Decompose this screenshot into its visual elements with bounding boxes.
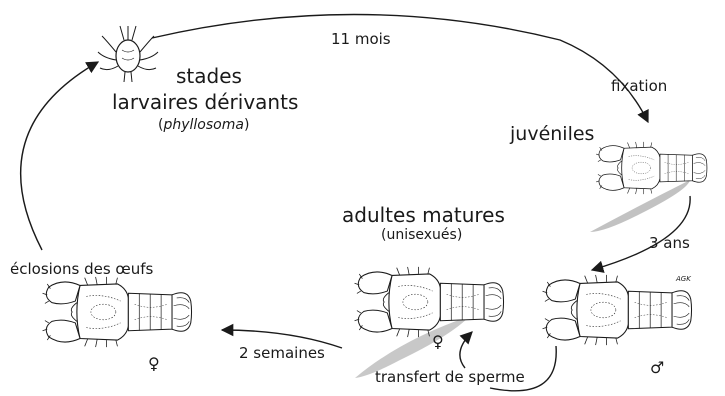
duration-eggs-label: 2 semaines <box>239 346 325 361</box>
larval-title-line2: larvaires dérivants <box>112 92 298 112</box>
artist-initials: AGK <box>676 276 691 283</box>
juveniles-label: juvéniles <box>510 125 594 144</box>
egg-bearing-female-icon <box>43 277 192 347</box>
female-symbol-eggs: ♀ <box>148 356 160 372</box>
phyllosoma-name: phyllosoma <box>163 117 243 133</box>
female-lobster-icon <box>355 267 504 337</box>
male-lobster-icon <box>543 275 692 345</box>
duration-larval-label: 11 mois <box>331 32 391 47</box>
larval-name-label: (phyllosoma) <box>158 118 249 132</box>
female-symbol-adult: ♀ <box>432 334 444 350</box>
hatching-label: éclosions des œufs <box>10 262 153 277</box>
adults-title-label: adultes matures <box>342 205 505 225</box>
sperm-transfer-label: transfert de sperme <box>375 370 525 385</box>
phyllosoma-larva-icon <box>98 26 158 82</box>
duration-juvenile-label: 3 ans <box>649 236 690 251</box>
larval-title-line1: stades <box>176 66 242 86</box>
arrow-eggs-to-larvae <box>21 62 98 250</box>
adults-subtitle-label: (unisexués) <box>381 228 462 242</box>
juvenile-lobster-icon <box>596 142 707 194</box>
male-symbol: ♂ <box>650 360 664 376</box>
fixation-label: fixation <box>611 79 667 94</box>
